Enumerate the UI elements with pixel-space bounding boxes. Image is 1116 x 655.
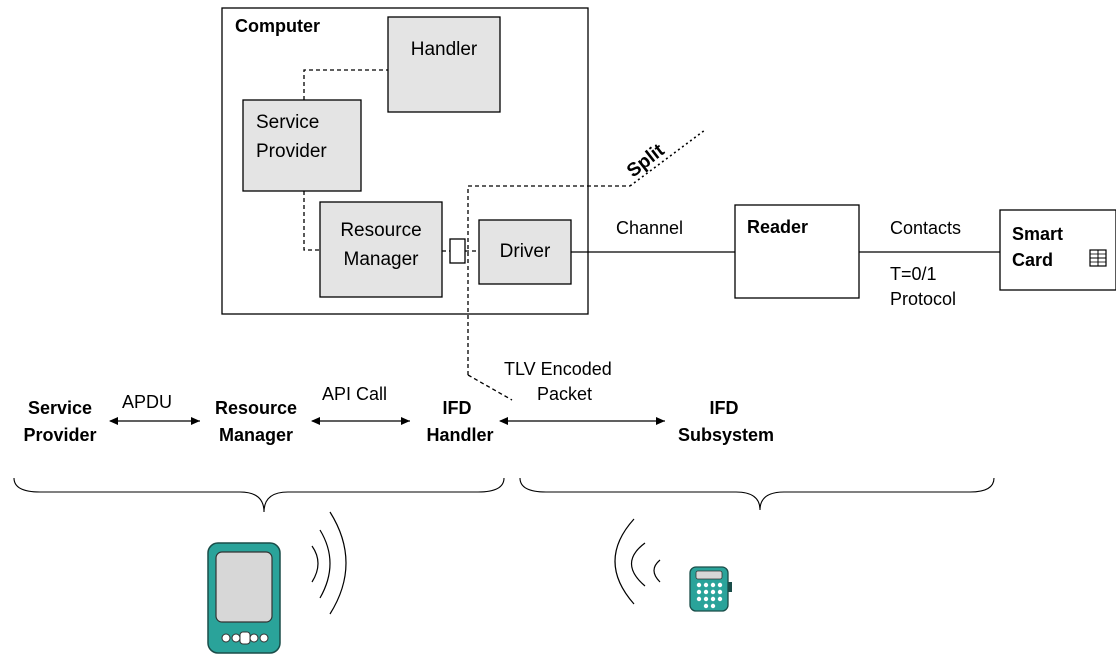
split-to-tlv-link [467,374,513,401]
driver-label: Driver [500,241,551,262]
channel-label: Channel [616,218,683,238]
flow-ifd-handler-line1: IFD [443,398,472,418]
smart-card-line1: Smart [1012,224,1063,244]
tlv-line1: TLV Encoded [504,359,612,379]
smart-card-line2: Card [1012,250,1053,270]
sp-handler-link [303,69,388,100]
protocol-line1: T=0/1 [890,264,937,284]
flow-service-provider-line1: Service [28,398,92,418]
flow-ifd-handler-line2: Handler [426,425,493,445]
split-label: Split [623,140,669,182]
wireless-wave-icon [614,518,661,605]
wireless-wave-icon [311,511,347,615]
smart-card-chip-icon [1089,249,1107,267]
split-line [467,185,630,375]
driver-box: Driver [478,219,572,285]
contacts-label: Contacts [890,218,961,238]
protocol-line2: Protocol [890,289,956,309]
service-provider-line1: Service [256,112,319,133]
service-provider-box: Service Provider [242,99,362,192]
flow-service-provider-line2: Provider [23,425,96,445]
split-dotted-line [629,129,706,187]
handler-box: Handler [387,16,501,113]
reader-box: Reader [734,204,860,299]
device-side-brace [519,477,995,511]
computer-title: Computer [235,16,320,36]
flow-ifd-subsystem-line1: IFD [710,398,739,418]
apdu-label: APDU [122,392,172,412]
resource-manager-box: Resource Manager [319,201,443,298]
interface-connector [449,238,466,264]
resource-manager-line2: Manager [344,249,420,270]
reader-label: Reader [747,217,808,237]
flow-ifd-subsystem-line2: Subsystem [678,425,774,445]
handheld-reader-icon [689,566,732,612]
tlv-line2: Packet [537,384,592,404]
api-call-label: API Call [322,384,387,404]
handler-label: Handler [411,39,478,60]
pda-device-icon [207,542,281,654]
resource-manager-line1: Resource [340,220,421,241]
sp-rm-link [303,191,320,251]
service-provider-line2: Provider [256,141,327,162]
client-side-brace [13,477,505,513]
flow-resource-manager-line2: Manager [219,425,293,445]
smart-card-box: Smart Card [999,209,1116,291]
flow-resource-manager-line1: Resource [215,398,297,418]
